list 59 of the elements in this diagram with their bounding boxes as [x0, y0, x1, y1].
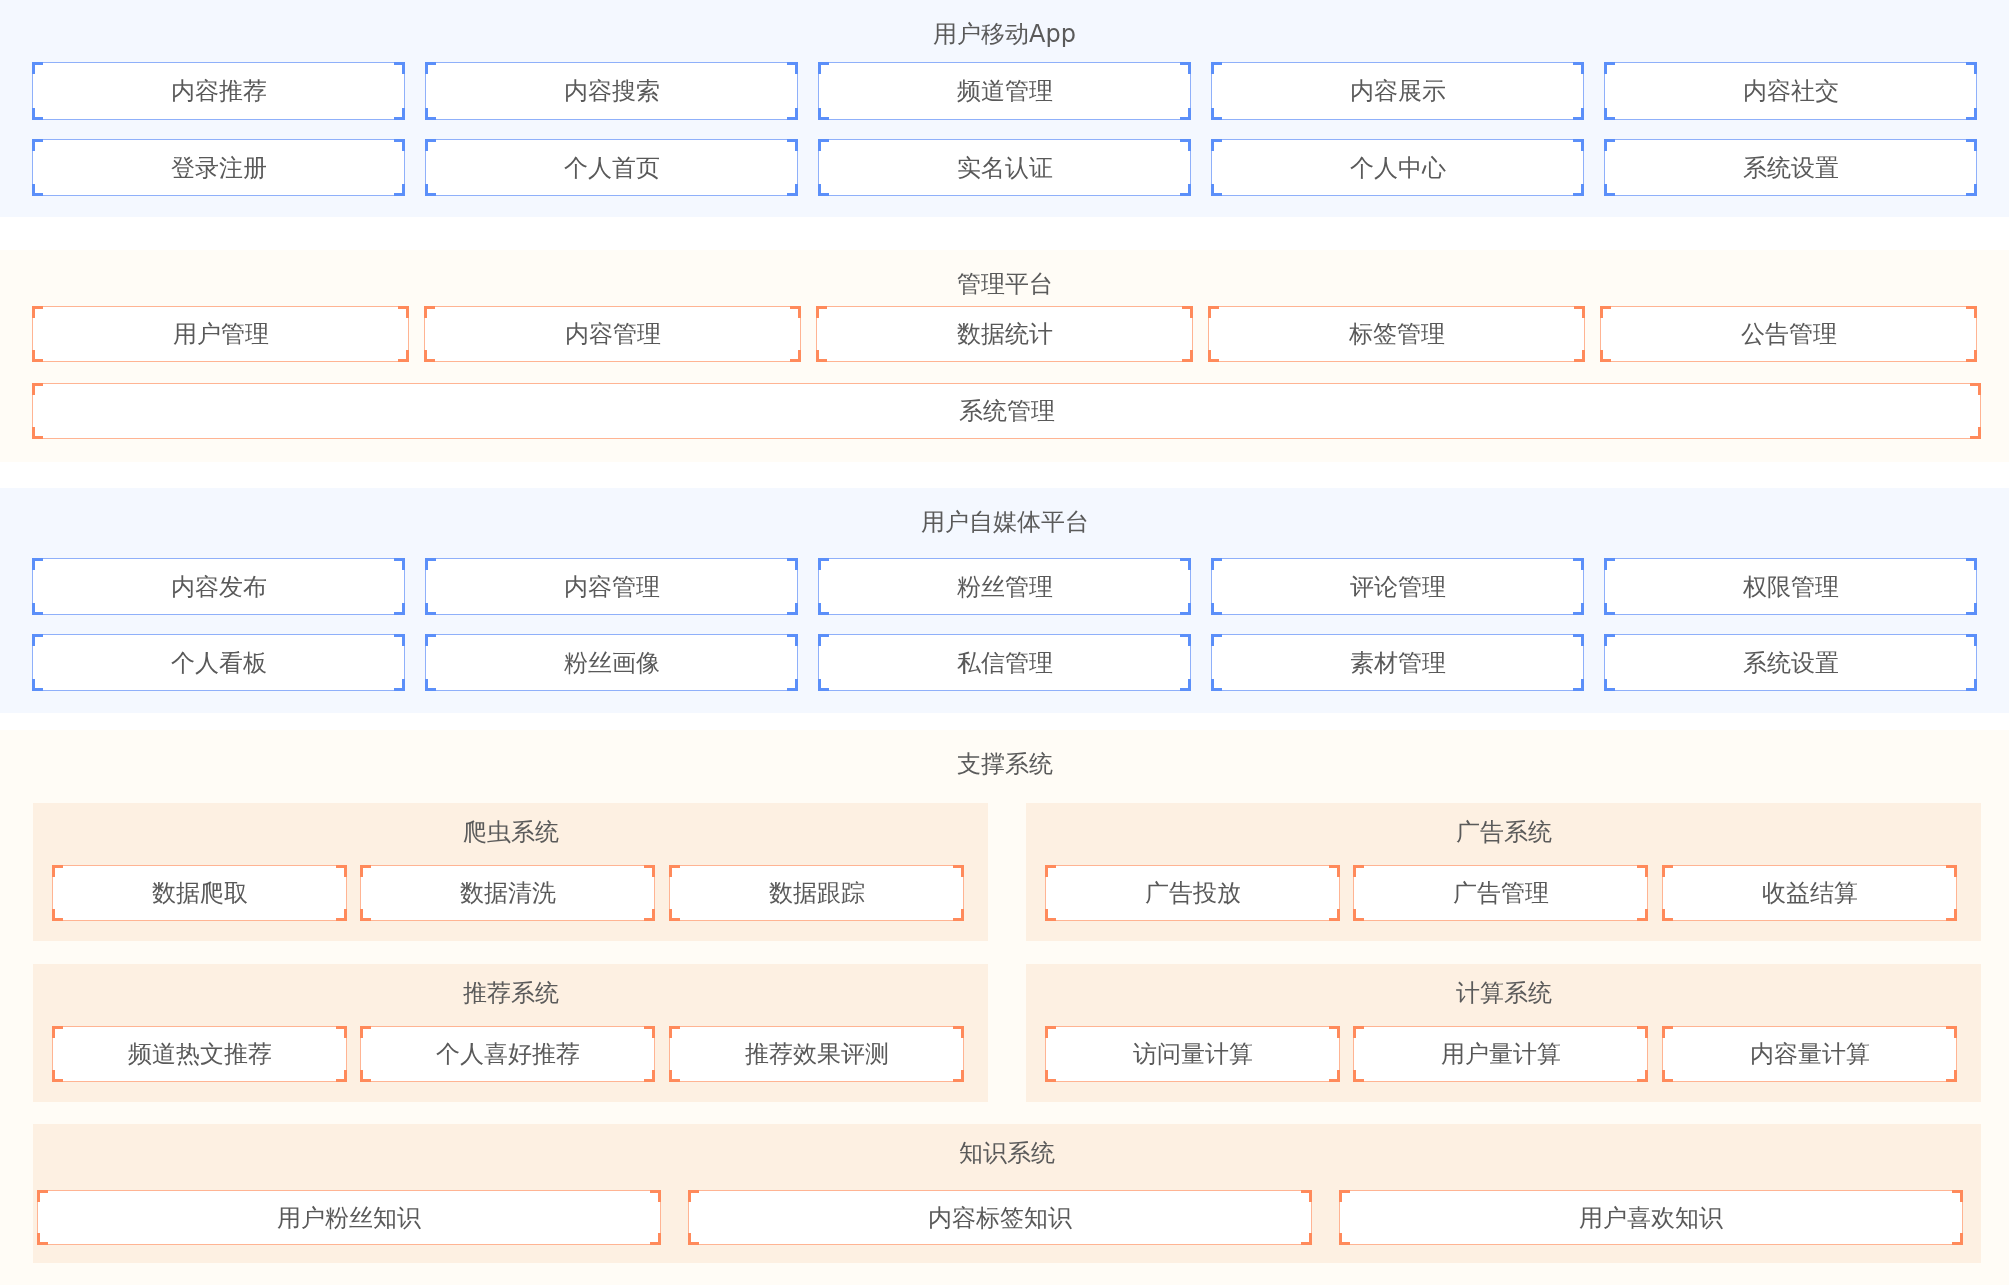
module-box: 内容管理 [425, 558, 798, 615]
module-box: 权限管理 [1604, 558, 1977, 615]
section-panel [0, 0, 2009, 217]
section-title: 用户移动App [933, 19, 1076, 49]
module-box: 标签管理 [1208, 306, 1585, 362]
subsystem-title: 广告系统 [1455, 817, 1552, 847]
module-box: 内容搜索 [425, 62, 798, 120]
module-box: 粉丝画像 [425, 634, 798, 691]
subsystem-panel [33, 803, 988, 941]
module-box: 个人首页 [425, 139, 798, 196]
module-box: 频道管理 [818, 62, 1191, 120]
module-box: 系统设置 [1604, 634, 1977, 691]
module-box: 数据统计 [816, 306, 1193, 362]
section-panel [0, 730, 2009, 1285]
module-box: 频道热文推荐 [52, 1026, 347, 1082]
module-box: 个人中心 [1211, 139, 1584, 196]
module-box: 实名认证 [818, 139, 1191, 196]
module-box: 内容管理 [424, 306, 801, 362]
section-panel [0, 250, 2009, 462]
module-box: 内容标签知识 [688, 1190, 1312, 1245]
module-box: 内容量计算 [1662, 1026, 1957, 1082]
module-box: 数据跟踪 [669, 865, 964, 921]
module-box: 粉丝管理 [818, 558, 1191, 615]
section-title: 用户自媒体平台 [920, 507, 1089, 537]
module-box: 内容展示 [1211, 62, 1584, 120]
module-box: 内容推荐 [32, 62, 405, 120]
module-box: 内容社交 [1604, 62, 1977, 120]
subsystem-panel [1026, 803, 1981, 941]
module-box: 用户喜欢知识 [1339, 1190, 1963, 1245]
module-box: 广告管理 [1353, 865, 1648, 921]
module-box: 个人看板 [32, 634, 405, 691]
module-box: 收益结算 [1662, 865, 1957, 921]
module-box: 个人喜好推荐 [360, 1026, 655, 1082]
section-panel [0, 488, 2009, 713]
subsystem-panel [33, 964, 988, 1102]
module-box: 内容发布 [32, 558, 405, 615]
subsystem-title: 爬虫系统 [462, 817, 559, 847]
module-box: 登录注册 [32, 139, 405, 196]
module-box: 推荐效果评测 [669, 1026, 964, 1082]
module-box: 广告投放 [1045, 865, 1340, 921]
section-title: 管理平台 [956, 269, 1053, 299]
module-box: 用户管理 [32, 306, 409, 362]
subsystem-title: 知识系统 [959, 1138, 1055, 1168]
module-box: 系统管理 [32, 383, 1981, 439]
module-box: 公告管理 [1600, 306, 1977, 362]
module-box: 评论管理 [1211, 558, 1584, 615]
module-box: 数据爬取 [52, 865, 347, 921]
section-title: 支撑系统 [956, 749, 1053, 779]
module-box: 私信管理 [818, 634, 1191, 691]
module-box: 访问量计算 [1045, 1026, 1340, 1082]
subsystem-title: 计算系统 [1455, 978, 1552, 1008]
subsystem-panel [1026, 964, 1981, 1102]
module-box: 用户粉丝知识 [37, 1190, 661, 1245]
module-box: 系统设置 [1604, 139, 1977, 196]
subsystem-panel [33, 1124, 1981, 1263]
subsystem-title: 推荐系统 [462, 978, 559, 1008]
module-box: 用户量计算 [1353, 1026, 1648, 1082]
module-box: 素材管理 [1211, 634, 1584, 691]
module-box: 数据清洗 [360, 865, 655, 921]
